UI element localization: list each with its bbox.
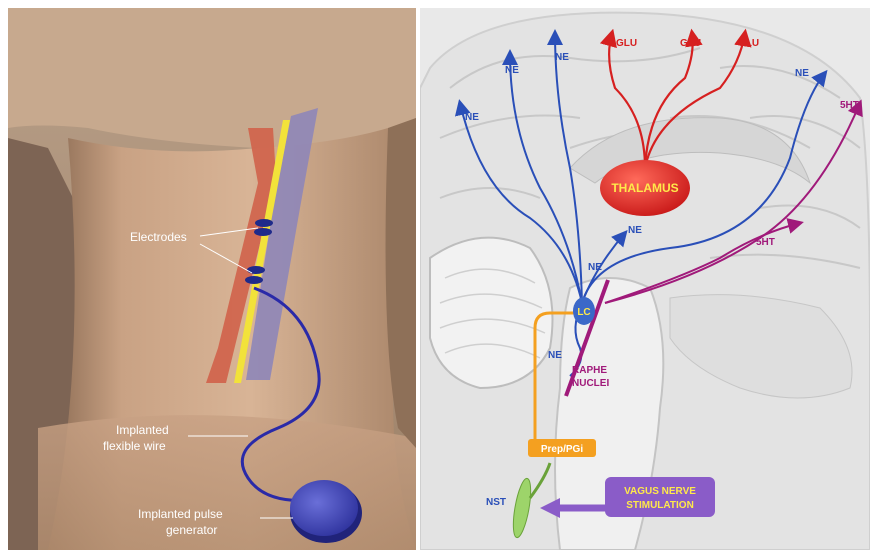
ne-label-4: NE bbox=[795, 68, 809, 79]
chest bbox=[38, 415, 416, 550]
glu-label-2: GLU bbox=[680, 38, 701, 49]
raphe-label-line2: NUCLEI bbox=[572, 378, 609, 389]
raphe-label-line1: RAPHE bbox=[572, 365, 607, 376]
vns-label-line2: STIMULATION bbox=[626, 500, 694, 511]
prep-label: Prep/PGi bbox=[541, 444, 583, 455]
nst-label: NST bbox=[486, 497, 506, 508]
wire-label-line2: flexible wire bbox=[103, 439, 166, 453]
brain-pathway-diagram: THALAMUS LC P bbox=[420, 8, 870, 550]
ne-label-3: NE bbox=[555, 52, 569, 63]
pulse-generator bbox=[290, 480, 358, 536]
electrodes-label: Electrodes bbox=[130, 230, 187, 244]
vns-box bbox=[605, 477, 715, 517]
glu-label-3: GLU bbox=[738, 38, 759, 49]
brain-diagram-svg: THALAMUS LC P bbox=[420, 8, 870, 550]
ne-label-2: NE bbox=[505, 65, 519, 76]
5ht-label-2: 5HT bbox=[756, 237, 775, 248]
generator-label-line1: Implanted pulse bbox=[138, 507, 223, 521]
generator-label-line2: generator bbox=[166, 523, 217, 537]
ne-label-5: NE bbox=[628, 225, 642, 236]
ne-label-7: NE bbox=[548, 350, 562, 361]
neck-implant-illustration: Electrodes Implanted flexible wire Impla… bbox=[8, 8, 416, 550]
thalamus-label: THALAMUS bbox=[611, 181, 678, 195]
neck-illustration-svg: Electrodes Implanted flexible wire Impla… bbox=[8, 8, 416, 550]
ne-label-6: NE bbox=[588, 262, 602, 273]
wire-label-line1: Implanted bbox=[116, 423, 169, 437]
ne-label-1: NE bbox=[465, 112, 479, 123]
lc-label: LC bbox=[577, 307, 590, 318]
glu-label-1: GLU bbox=[616, 38, 637, 49]
5ht-label-1: 5HT bbox=[840, 100, 859, 111]
vns-label-line1: VAGUS NERVE bbox=[624, 486, 696, 497]
